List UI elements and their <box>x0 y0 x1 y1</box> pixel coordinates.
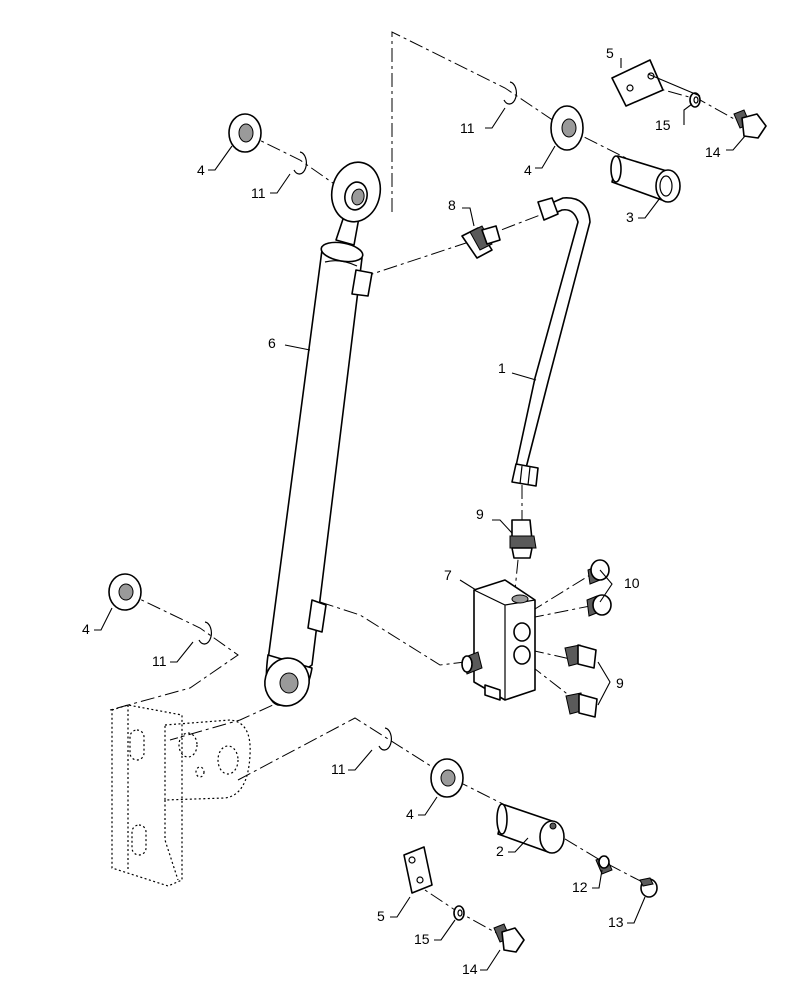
callout-10: 10 <box>624 575 640 591</box>
callout-15-top: 15 <box>655 117 671 133</box>
callout-9-top: 9 <box>476 506 484 522</box>
callout-15-bottom: 15 <box>414 931 430 947</box>
lock-washers-15 <box>453 92 701 921</box>
callout-11-top-right: 11 <box>460 120 475 136</box>
callout-4-left: 4 <box>82 621 90 637</box>
pin-2 <box>496 803 565 854</box>
callout-1: 1 <box>498 360 506 376</box>
washers-4 <box>108 105 584 798</box>
callout-5-top: 5 <box>606 45 614 61</box>
callout-8: 8 <box>448 197 456 213</box>
callout-11-left: 11 <box>152 653 167 669</box>
callout-labels: 5 11 15 4 11 4 14 8 3 6 1 9 7 10 9 4 11 … <box>82 45 721 977</box>
callout-14-bottom: 14 <box>462 961 478 977</box>
valve-block <box>461 579 536 701</box>
callout-2: 2 <box>496 843 504 859</box>
callout-5-bottom: 5 <box>377 908 385 924</box>
callout-6: 6 <box>268 335 276 351</box>
callout-4-top-right: 4 <box>524 162 532 178</box>
callout-11-bottom: 11 <box>331 761 346 777</box>
adapter-fittings-9-right <box>564 644 598 718</box>
callout-13: 13 <box>608 914 624 930</box>
snap-rings-11 <box>198 81 517 751</box>
hydraulic-tube <box>511 197 591 487</box>
callout-4-bottom: 4 <box>406 806 414 822</box>
plugs-10 <box>586 559 612 617</box>
callout-11-top-left: 11 <box>251 185 266 201</box>
callout-9-right: 9 <box>616 675 624 691</box>
callout-3: 3 <box>626 209 634 225</box>
callout-4-top-left: 4 <box>197 162 205 178</box>
bolts-14 <box>493 109 767 953</box>
adapter-fitting-8 <box>461 225 501 259</box>
retaining-plate-5-bottom <box>403 846 433 894</box>
callout-12: 12 <box>572 879 588 895</box>
mounting-bracket-outline <box>111 704 251 887</box>
adapter-fitting-9-top <box>509 519 537 559</box>
callout-leaders <box>94 58 746 971</box>
cap-13 <box>639 877 658 898</box>
grease-fitting-12 <box>595 855 613 875</box>
hydraulic-cylinder <box>264 161 382 707</box>
callout-14-top: 14 <box>705 144 721 160</box>
callout-7: 7 <box>444 567 452 583</box>
retaining-plate-5-top <box>611 59 664 107</box>
pin-3 <box>610 155 681 203</box>
